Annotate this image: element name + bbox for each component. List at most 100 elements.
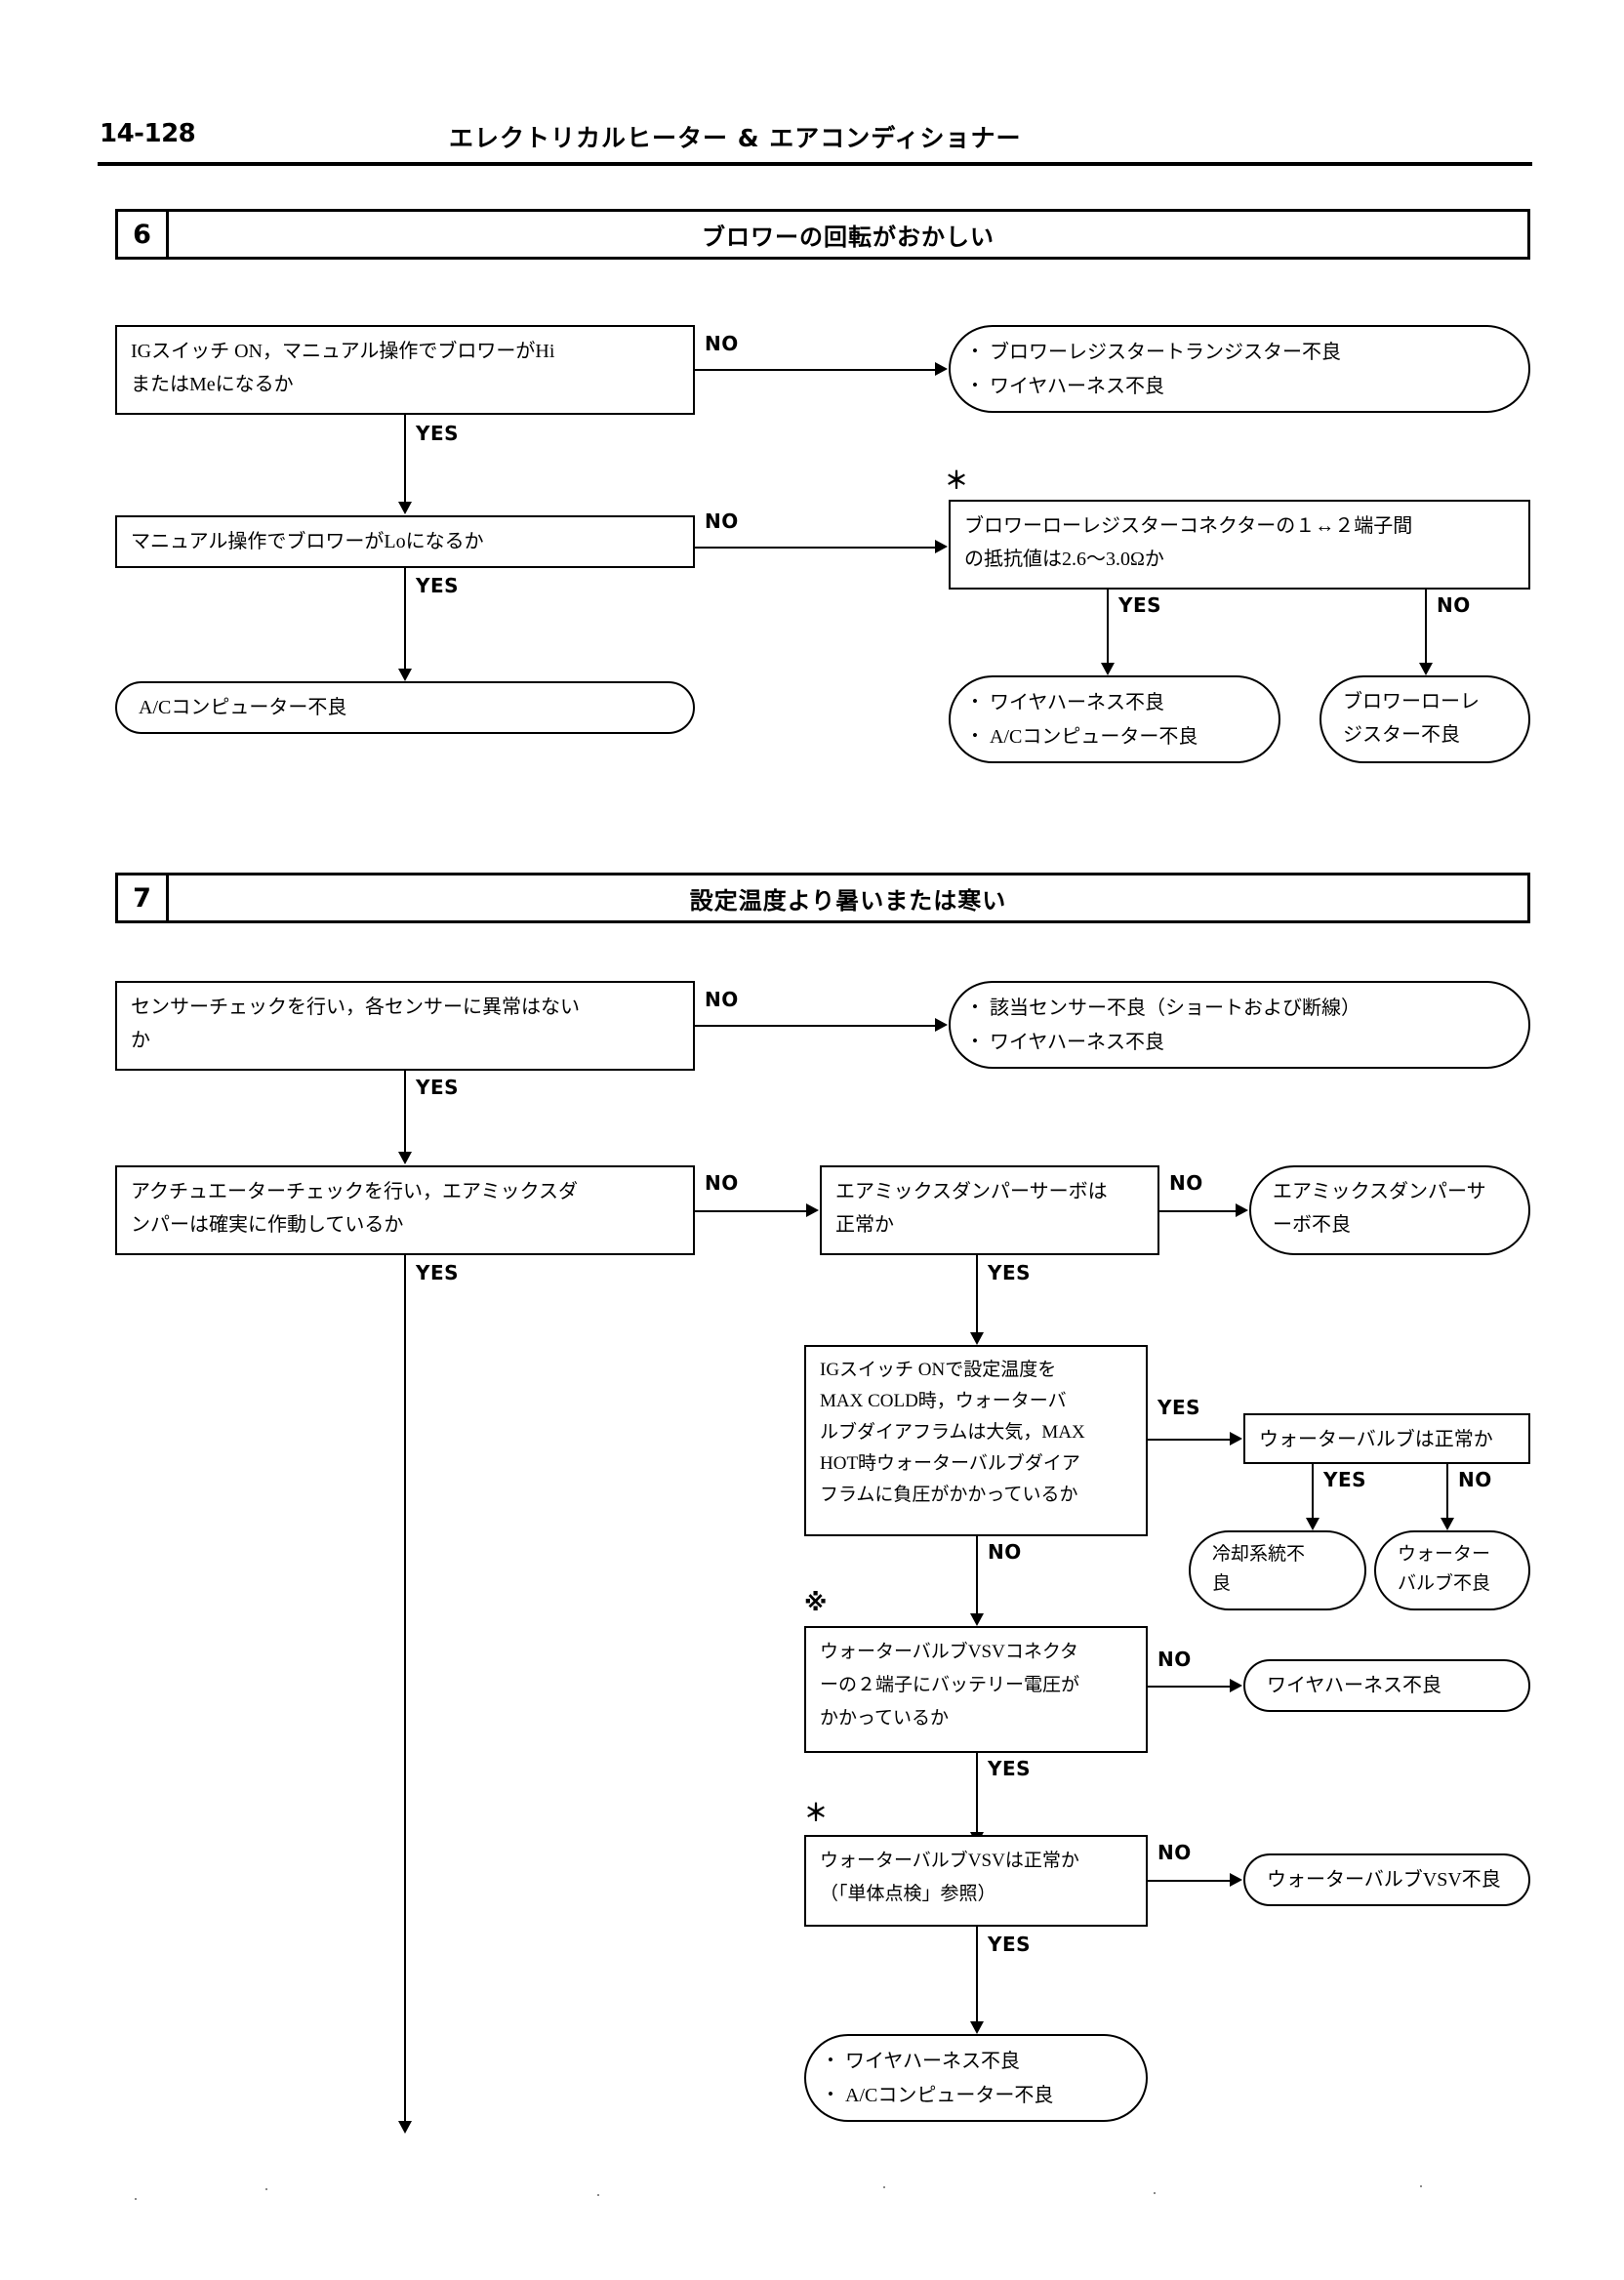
edge-label-s7-q4-yes: YES bbox=[1157, 1396, 1201, 1419]
node-s7-q6-line3: かかっているか bbox=[820, 1708, 950, 1729]
node-s7-r4: ウォーター バルブ不良 bbox=[1374, 1530, 1530, 1610]
connector-s7-q2-no bbox=[695, 1210, 810, 1212]
scan-speckle bbox=[135, 2198, 137, 2200]
node-s7-q7-line2: （「単体点検」参照） bbox=[820, 1884, 996, 1904]
edge-label-s7-q6-no: NO bbox=[1157, 1648, 1192, 1671]
connector-s7-q4-no bbox=[976, 1536, 978, 1620]
node-s6-r4: ブロワーローレ ジスター不良 bbox=[1320, 675, 1530, 763]
node-s7-r2-line1: エアミックスダンパーサ bbox=[1273, 1181, 1486, 1202]
edge-label-s7-q6-yes: YES bbox=[988, 1757, 1032, 1780]
node-s6-q2[interactable]: マニュアル操作でブロワーがLoになるか bbox=[115, 515, 695, 568]
node-s6-q1[interactable]: IGスイッチ ON，マニュアル操作でブロワーがHi またはMeになるか bbox=[115, 325, 695, 415]
node-s7-q4-line3: ルブダイアフラムは大気，MAX bbox=[820, 1422, 1085, 1443]
arrowhead-s7-q3-no bbox=[1236, 1203, 1248, 1217]
edge-label-s7-q3-no: NO bbox=[1169, 1171, 1203, 1195]
header-divider bbox=[98, 162, 1532, 166]
node-s7-r4-line1: ウォーター bbox=[1398, 1544, 1491, 1565]
section-title-6: ブロワーの回転がおかしい bbox=[702, 223, 995, 251]
arrowhead-s7-q2-no bbox=[806, 1203, 819, 1217]
page-header: 14-128 エレクトリカルヒーター & エアコンディショナー bbox=[0, 0, 1624, 176]
arrowhead-s7-q7-yes bbox=[970, 2021, 984, 2034]
node-s6-r1-line1: ブロワーレジスタートランジスター不良 bbox=[972, 335, 1507, 369]
node-s6-r3-line1: ワイヤハーネス不良 bbox=[972, 685, 1257, 719]
edge-label-s6-q3-yes: YES bbox=[1118, 593, 1162, 617]
node-s7-q7-line1: ウォーターバルブVSVは正常か bbox=[820, 1851, 1079, 1871]
node-s6-r1-line2: ワイヤハーネス不良 bbox=[972, 369, 1507, 403]
node-s7-r1: 該当センサー不良（ショートおよび断線） ワイヤハーネス不良 bbox=[949, 981, 1530, 1069]
node-s7-q1[interactable]: センサーチェックを行い，各センサーに異常はない か bbox=[115, 981, 695, 1071]
edge-label-s7-q1-yes: YES bbox=[416, 1076, 460, 1099]
node-s7-r1-line1: 該当センサー不良（ショートおよび断線） bbox=[972, 991, 1507, 1025]
scan-speckle bbox=[597, 2194, 599, 2196]
connector-s7-q1-no bbox=[695, 1025, 939, 1027]
connector-s7-q5-yes bbox=[1312, 1464, 1314, 1525]
connector-s7-q7-yes bbox=[976, 1927, 978, 2028]
node-s7-q4[interactable]: IGスイッチ ONで設定温度を MAX COLD時，ウォーターバ ルブダイアフラ… bbox=[804, 1345, 1148, 1536]
node-s7-r7-line2: A/Cコンピューター不良 bbox=[828, 2078, 1124, 2112]
node-s7-r6-line1: ウォーターバルブVSV不良 bbox=[1267, 1869, 1501, 1891]
arrowhead-s7-q6-no bbox=[1230, 1679, 1242, 1692]
node-s7-r7: ワイヤハーネス不良 A/Cコンピューター不良 bbox=[804, 2034, 1148, 2122]
node-s7-q2-line2: ンパーは確実に作動しているか bbox=[131, 1214, 404, 1236]
page-number: 14-128 bbox=[100, 119, 196, 148]
arrowhead-s7-q5-yes bbox=[1306, 1518, 1320, 1530]
section-banner-6: 6 ブロワーの回転がおかしい bbox=[115, 209, 1530, 260]
node-s6-q1-line2: またはMeになるか bbox=[131, 374, 294, 395]
arrowhead-s6-q2-yes bbox=[398, 669, 412, 681]
node-s7-q4-line4: HOT時ウォーターバルブダイア bbox=[820, 1453, 1080, 1474]
node-s7-r3: 冷却系統不 良 bbox=[1189, 1530, 1366, 1610]
edge-label-s7-q7-no: NO bbox=[1157, 1841, 1192, 1864]
edge-label-s6-q3-no: NO bbox=[1437, 593, 1471, 617]
edge-label-s6-q2-no: NO bbox=[705, 509, 739, 533]
scan-speckle bbox=[265, 2188, 267, 2190]
node-s6-r4-line2: ジスター不良 bbox=[1343, 724, 1460, 746]
scan-speckle bbox=[1154, 2192, 1156, 2194]
edge-label-s6-q1-yes: YES bbox=[416, 422, 460, 445]
node-s7-q7[interactable]: ウォーターバルブVSVは正常か （「単体点検」参照） bbox=[804, 1835, 1148, 1927]
edge-label-s7-q5-no: NO bbox=[1458, 1468, 1492, 1491]
node-s7-q5[interactable]: ウォーターバルブは正常か bbox=[1243, 1413, 1530, 1464]
node-s7-r7-line1: ワイヤハーネス不良 bbox=[828, 2044, 1124, 2078]
node-s6-r3: ワイヤハーネス不良 A/Cコンピューター不良 bbox=[949, 675, 1280, 763]
node-s7-q6[interactable]: ウォーターバルブVSVコネクタ ーの２端子にバッテリー電圧が かかっているか bbox=[804, 1626, 1148, 1753]
node-s6-q3-line2: の抵抗値は2.6〜3.0Ωか bbox=[964, 549, 1164, 570]
scan-speckle bbox=[883, 2186, 885, 2188]
marker-s6-q3: ＊ bbox=[945, 467, 968, 494]
edge-label-s6-q2-yes: YES bbox=[416, 574, 460, 597]
connector-s7-q3-no bbox=[1159, 1210, 1239, 1212]
node-s6-q1-line1: IGスイッチ ON，マニュアル操作でブロワーがHi bbox=[131, 341, 555, 362]
node-s6-r3-line2: A/Cコンピューター不良 bbox=[972, 719, 1257, 753]
connector-s6-q1-no bbox=[695, 369, 939, 371]
node-s7-q6-line1: ウォーターバルブVSVコネクタ bbox=[820, 1642, 1079, 1662]
edge-label-s7-q2-no: NO bbox=[705, 1171, 739, 1195]
connector-s6-q3-no bbox=[1425, 590, 1427, 670]
node-s7-r3-line1: 冷却系統不 bbox=[1212, 1544, 1306, 1565]
connector-s7-q2-yes bbox=[404, 1255, 406, 2128]
marker-s7-q7: ＊ bbox=[804, 1799, 828, 1826]
node-s7-r2-line2: ーボ不良 bbox=[1273, 1214, 1351, 1236]
node-s7-r3-line2: 良 bbox=[1212, 1573, 1232, 1594]
node-s7-r6: ウォーターバルブVSV不良 bbox=[1243, 1853, 1530, 1906]
scan-speckle bbox=[1420, 2185, 1422, 2187]
section-title-7: 設定温度より暑いまたは寒い bbox=[689, 886, 1007, 915]
marker-s7-q6: ※ bbox=[804, 1589, 828, 1616]
edge-label-s6-q1-no: NO bbox=[705, 332, 739, 355]
node-s7-q4-line5: フラムに負圧がかかっているか bbox=[820, 1485, 1078, 1505]
node-s7-q1-line1: センサーチェックを行い，各センサーに異常はない bbox=[131, 997, 580, 1018]
section-number-7: 7 bbox=[118, 875, 169, 920]
arrowhead-s7-q2-yes bbox=[398, 2121, 412, 2134]
node-s7-q2-line1: アクチュエーターチェックを行い，エアミックスダ bbox=[131, 1181, 578, 1202]
node-s6-r2: A/Cコンピューター不良 bbox=[115, 681, 695, 734]
connector-s6-q3-yes bbox=[1107, 590, 1109, 670]
node-s6-r1: ブロワーレジスタートランジスター不良 ワイヤハーネス不良 bbox=[949, 325, 1530, 413]
edge-label-s7-q1-no: NO bbox=[705, 988, 739, 1011]
node-s7-q3[interactable]: エアミックスダンパーサーボは 正常か bbox=[820, 1165, 1159, 1255]
connector-s6-q2-yes bbox=[404, 568, 406, 675]
section-banner-7: 7 設定温度より暑いまたは寒い bbox=[115, 873, 1530, 923]
arrowhead-s7-q4-no bbox=[970, 1613, 984, 1626]
node-s6-q3[interactable]: ブロワーローレジスターコネクターの１↔２端子間 の抵抗値は2.6〜3.0Ωか bbox=[949, 500, 1530, 590]
arrowhead-s7-q7-no bbox=[1230, 1873, 1242, 1887]
arrowhead-s7-q1-yes bbox=[398, 1152, 412, 1164]
node-s7-q2[interactable]: アクチュエーターチェックを行い，エアミックスダ ンパーは確実に作動しているか bbox=[115, 1165, 695, 1255]
connector-s7-q5-no bbox=[1446, 1464, 1448, 1525]
